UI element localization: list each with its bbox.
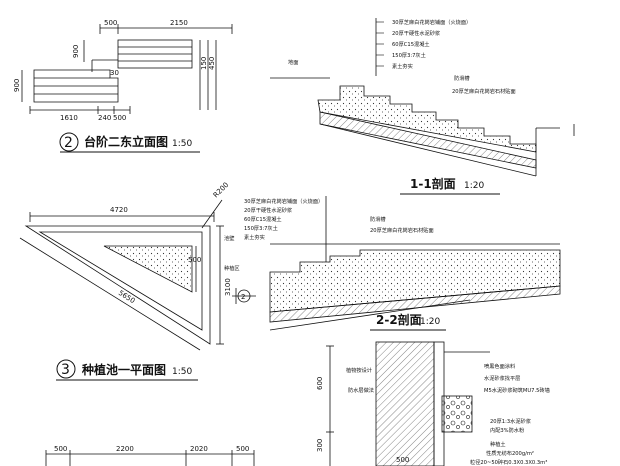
elev-title: 台阶二东立面图 xyxy=(84,134,168,149)
s2-callout-2: 60厚C15混凝土 xyxy=(244,215,282,223)
elevation-view xyxy=(21,24,233,114)
bottom-dim-c: 2020 xyxy=(190,445,208,453)
elev-dim-900-upper: 900 xyxy=(72,45,80,58)
section-2-callouts: 30厚芝麻白花岗岩铺面（火烧面） 20厚干硬性水泥砂浆 60厚C15混凝土 15… xyxy=(244,197,434,241)
plan-label-plant: 种植区 xyxy=(224,264,240,272)
plan-dim-radius: R200 xyxy=(212,181,231,200)
wall-dim-300: 300 xyxy=(316,439,324,452)
elev-dim-30: 30 xyxy=(110,69,119,77)
s2-nosing-note: 防滑槽 xyxy=(370,215,386,223)
s2-callout-4: 素土夯实 xyxy=(244,233,265,241)
plan-section-mark: 2 xyxy=(241,293,245,301)
s2-callout-0: 30厚芝麻白花岗岩铺面（火烧面） xyxy=(244,197,323,205)
s1-callout-0: 30厚芝麻白花岗岩铺面（火烧面） xyxy=(392,18,471,26)
wall-bottom-2: 种植土 xyxy=(490,440,506,448)
elev-scale: 1:50 xyxy=(172,139,192,149)
section-2-drawing xyxy=(269,196,561,331)
plan-number-circle xyxy=(56,359,76,379)
elev-dim-1610: 1610 xyxy=(60,114,78,122)
elev-dim-150: 150 xyxy=(200,57,208,70)
section-1-drawing xyxy=(270,18,575,177)
wall-bottom-1: 内配3%防水粉 xyxy=(490,426,525,434)
s2-edge-note: 20厚芝麻白花岗岩石材贴面 xyxy=(370,226,434,234)
s1-callout-2: 60厚C15混凝土 xyxy=(392,40,430,48)
bottom-dimension-line xyxy=(45,450,255,466)
plan-dim-inner: 500 xyxy=(188,256,201,264)
s1-nosing-note: 防滑槽 xyxy=(454,74,470,82)
wall-bottom-0: 20厚1:3水泥砂浆 xyxy=(490,417,531,425)
wall-callout-0: 喷黑色面涂料 xyxy=(484,362,515,370)
wall-dim-500: 500 xyxy=(396,456,409,464)
elev-dim-500: 500 xyxy=(104,19,117,27)
section-1-scale: 1:20 xyxy=(464,181,484,191)
elev-number: 2 xyxy=(64,135,73,151)
bottom-dim-d: 500 xyxy=(236,445,249,453)
elev-number-circle xyxy=(59,132,79,152)
planter-plan xyxy=(19,199,256,351)
plan-dim-width: 4720 xyxy=(110,206,128,214)
s2-callout-1: 20厚干硬性水泥砂浆 xyxy=(244,206,292,214)
s1-callout-4: 素土夯实 xyxy=(392,62,413,70)
elev-dim-900-lower: 900 xyxy=(13,79,21,92)
plan-scale: 1:50 xyxy=(172,367,192,377)
plan-dim-diag: 5650 xyxy=(117,289,136,305)
wall-bottom-3: 性质无纺布200g/m² xyxy=(486,449,534,457)
s2-callout-3: 150厚3:7灰土 xyxy=(244,224,278,232)
section-1-title: 1-1剖面 xyxy=(410,176,456,191)
section-2-title: 2-2剖面 xyxy=(376,312,422,327)
wall-callout-2: M5水泥砂浆砌筑MU7.5砖墙 xyxy=(484,386,550,394)
bottom-dim-a: 500 xyxy=(54,445,67,453)
section-1-callouts: 30厚芝麻白花岗岩铺面（火烧面） 20厚干硬性水泥砂浆 60厚C15混凝土 15… xyxy=(288,18,516,95)
s1-grade-label: 地面 xyxy=(288,58,298,66)
elev-dim-500b: 500 xyxy=(113,114,126,122)
elev-dim-240: 240 xyxy=(98,114,111,122)
wall-detail xyxy=(326,341,490,466)
plan-number: 3 xyxy=(61,362,70,378)
wall-note-left: 防水层做法 xyxy=(348,386,374,394)
s1-callout-1: 20厚干硬性水泥砂浆 xyxy=(392,29,440,37)
wall-label-top: 植物按设计 xyxy=(346,366,372,374)
plan-title: 种植池一平面图 xyxy=(81,362,166,377)
plan-dim-height: 3100 xyxy=(224,278,232,296)
s1-edge-note: 20厚芝麻白花岗岩石材贴面 xyxy=(452,87,516,95)
elev-dim-2150: 2150 xyxy=(170,19,188,27)
bottom-dim-b: 2200 xyxy=(116,445,134,453)
section-2-scale: 1:20 xyxy=(420,317,440,327)
wall-callout-1: 水泥砂浆找平层 xyxy=(484,374,520,382)
wall-bottom-4: 粒径20~50碎石0.3X0.3X0.3m³ xyxy=(470,458,547,466)
s1-callout-3: 150厚3:7灰土 xyxy=(392,51,426,59)
plan-label-wall: 池壁 xyxy=(224,234,234,242)
elev-dim-450: 450 xyxy=(208,57,216,70)
wall-dim-600: 600 xyxy=(316,377,324,390)
